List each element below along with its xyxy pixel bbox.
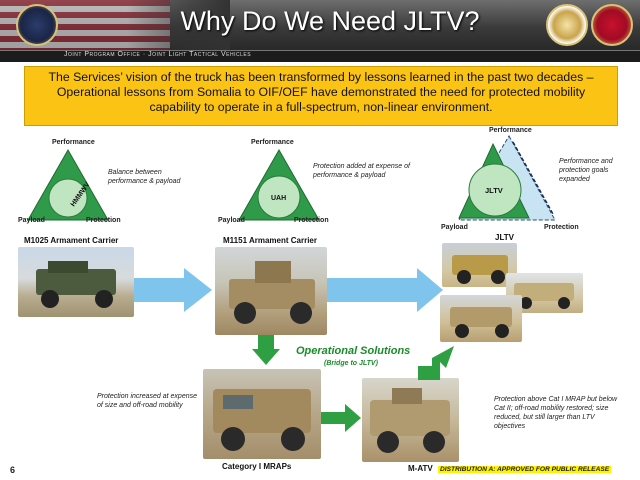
header-subtitle-bar: Joint Program Office · Joint Light Tacti…	[0, 50, 640, 62]
green-arrow-up	[418, 346, 454, 380]
header-banner: Why Do We Need JLTV? Joint Program Offic…	[0, 0, 640, 62]
matv-caption: M-ATV	[408, 464, 433, 473]
triangle-note: Performance and protection goals expande…	[559, 158, 613, 183]
blue-arrow-1	[134, 268, 212, 312]
tradeoff-triangle-jltv: JLTV	[458, 134, 556, 221]
army-seal-icon	[546, 4, 588, 46]
triangle-top-label: Performance	[489, 127, 532, 134]
triangle-right-label: Protection	[294, 217, 329, 224]
mrap-silhouette	[213, 389, 311, 451]
tradeoff-triangle-hmmwv: HMMWV	[27, 148, 109, 221]
mrap-note: Protection increased at expense of size …	[97, 393, 198, 409]
green-arrow-right	[321, 404, 361, 432]
tradeoff-triangle-uah: UAH	[238, 148, 320, 221]
triangle-left-label: Payload	[441, 224, 468, 231]
page-title: Why Do We Need JLTV?	[180, 6, 480, 36]
triangle-right-label: Protection	[544, 224, 579, 231]
vehicle-caption: JLTV	[495, 233, 514, 242]
jltv-silhouette-2	[514, 283, 574, 309]
green-arrow-down	[252, 335, 280, 365]
hmmwv-silhouette	[36, 261, 116, 308]
marine-seal-icon	[591, 4, 633, 46]
triangle-top-label: Performance	[52, 139, 95, 146]
vehicle-caption: M1025 Armament Carrier	[24, 236, 119, 245]
triangle-note: Balance between performance & payload	[108, 169, 181, 185]
jpo-seal-icon	[16, 4, 58, 46]
jltv-silhouette-1	[452, 255, 508, 284]
mrap-caption: Category I MRAPs	[222, 462, 292, 471]
matv-silhouette	[370, 388, 450, 453]
triangle-note: Protection added at expense of performan…	[313, 163, 410, 179]
mrap-photo	[203, 369, 321, 459]
triangle-right-label: Protection	[86, 217, 121, 224]
summary-text: The Services’ vision of the truck has be…	[48, 70, 594, 114]
operational-solutions-subtitle: (Bridge to JLTV)	[324, 360, 378, 367]
hmmwv-photo	[18, 247, 134, 317]
vehicle-caption: M1151 Armament Carrier	[223, 236, 317, 245]
m1151-photo	[215, 247, 327, 335]
triangle-left-label: Payload	[218, 217, 245, 224]
jltv-photo-3	[440, 295, 522, 342]
jltv-photo-1	[442, 243, 517, 287]
page-number: 6	[10, 465, 16, 475]
header-subtitle: Joint Program Office · Joint Light Tacti…	[64, 51, 252, 58]
triangle-left-label: Payload	[18, 217, 45, 224]
distribution-statement: DISTRIBUTION A: APPROVED FOR PUBLIC RELE…	[438, 466, 612, 473]
operational-solutions-title: Operational Solutions	[296, 345, 411, 357]
triangle-top-label: Performance	[251, 139, 294, 146]
matv-note: Protection above Cat I MRAP but below Ca…	[494, 396, 618, 430]
jltv-silhouette-3	[450, 307, 512, 338]
triangle-inner-label: UAH	[271, 195, 286, 202]
summary-banner: The Services’ vision of the truck has be…	[24, 66, 618, 126]
m1151-silhouette	[229, 261, 315, 324]
triangle-inner-label: JLTV	[485, 186, 503, 195]
blue-arrow-2	[327, 268, 443, 312]
matv-photo	[362, 378, 459, 462]
